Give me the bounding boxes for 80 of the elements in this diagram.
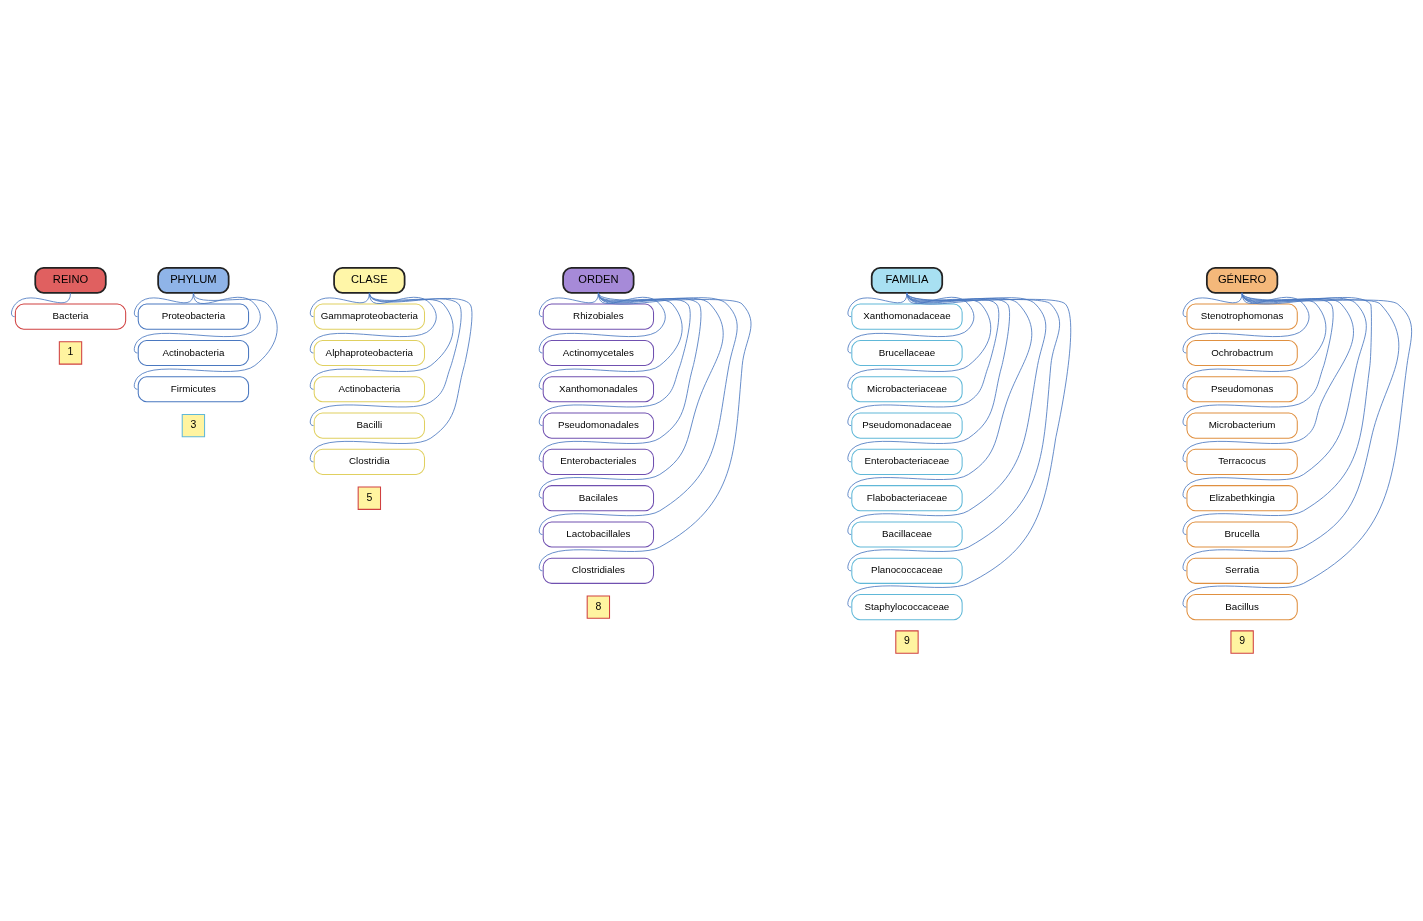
connector xyxy=(1182,292,1310,354)
node-box: Actinomycetales xyxy=(542,339,655,367)
node-box: Clostridia xyxy=(313,448,426,475)
connector xyxy=(847,292,1047,535)
connector xyxy=(1182,292,1354,463)
node-box: 1 xyxy=(58,341,83,365)
node-box: Bacillaceae xyxy=(851,521,963,548)
node-box: Flabobacteriaceae xyxy=(851,485,963,512)
node-box: Proteobacteria xyxy=(137,303,250,330)
connector xyxy=(1182,292,1372,535)
node-box: PHYLUM xyxy=(157,266,230,294)
connector xyxy=(1182,292,1413,608)
node-box: Gammaproteobacteria xyxy=(313,303,426,330)
node-box: Actinobacteria xyxy=(313,376,426,403)
node-box: Bacteria xyxy=(14,303,127,330)
connector xyxy=(847,292,1000,426)
connector xyxy=(847,292,1033,499)
connector xyxy=(309,292,437,354)
connector xyxy=(133,292,194,318)
connector xyxy=(847,292,975,354)
node-box: Terracocus xyxy=(1186,448,1298,475)
connector xyxy=(847,292,992,390)
node-box: Xanthomonadaceae xyxy=(851,303,963,330)
node-box: FAMILIA xyxy=(870,266,944,294)
node-box: REINO xyxy=(34,266,107,294)
connector xyxy=(847,292,1072,608)
node-box: 9 xyxy=(895,630,919,654)
connector xyxy=(538,292,702,463)
node-box: ORDEN xyxy=(562,266,635,294)
node-box: Microbacterium xyxy=(1186,412,1298,439)
node-box: Bacillus xyxy=(1186,594,1298,621)
node-box: Bacilales xyxy=(542,485,655,512)
node-box: Staphylococcaceae xyxy=(851,594,963,621)
connector xyxy=(309,292,454,390)
connector xyxy=(538,292,599,318)
node-box: Enterobacteriales xyxy=(542,448,655,475)
node-box: Enterobacteriaceae xyxy=(851,448,963,475)
node-box: Clostridiales xyxy=(542,557,655,584)
connector xyxy=(1182,292,1243,318)
node-box: Ochrobactrum xyxy=(1186,339,1298,367)
node-box: Elizabethkingia xyxy=(1186,485,1298,512)
connector xyxy=(309,292,462,426)
node-box: Microbacteriaceae xyxy=(851,376,963,403)
node-box: 8 xyxy=(586,595,611,619)
node-box: Rhizobiales xyxy=(542,303,655,330)
node-box: 9 xyxy=(1230,630,1254,654)
node-box: Firmicutes xyxy=(137,376,250,403)
node-box: Xanthomonadales xyxy=(542,376,655,403)
connector xyxy=(538,292,691,426)
node-box: Serratia xyxy=(1186,557,1298,584)
connector xyxy=(538,292,724,499)
connector xyxy=(309,292,473,463)
connector xyxy=(1182,292,1327,390)
connector xyxy=(133,292,278,390)
node-box: Pseudomonadales xyxy=(542,412,655,439)
node-box: Brucellaceae xyxy=(851,339,963,367)
node-box: 3 xyxy=(181,413,206,438)
node-box: Actinobacteria xyxy=(137,339,250,367)
node-box: Alphaproteobacteria xyxy=(313,339,426,367)
connector xyxy=(847,292,908,318)
connector xyxy=(309,292,370,318)
node-box: Pseudomonadaceae xyxy=(851,412,963,439)
connector xyxy=(538,292,666,354)
node-box: Stenotrophomonas xyxy=(1186,303,1298,330)
node-box: 5 xyxy=(357,486,382,510)
connector xyxy=(133,292,261,354)
connector xyxy=(538,292,738,535)
node-box: Brucella xyxy=(1186,521,1298,548)
connector xyxy=(847,292,1010,463)
node-box: GÉNERO xyxy=(1206,266,1279,294)
connector xyxy=(1182,292,1400,572)
node-box: Bacilli xyxy=(313,412,426,439)
connector xyxy=(538,292,683,390)
node-box: Lactobacillales xyxy=(542,521,655,548)
connector xyxy=(1182,292,1334,426)
node-box: Pseudomonas xyxy=(1186,376,1298,403)
connector xyxy=(847,292,1060,572)
connector xyxy=(1182,292,1367,499)
node-box: CLASE xyxy=(333,266,406,294)
node-box: Planococcaceae xyxy=(851,557,963,584)
